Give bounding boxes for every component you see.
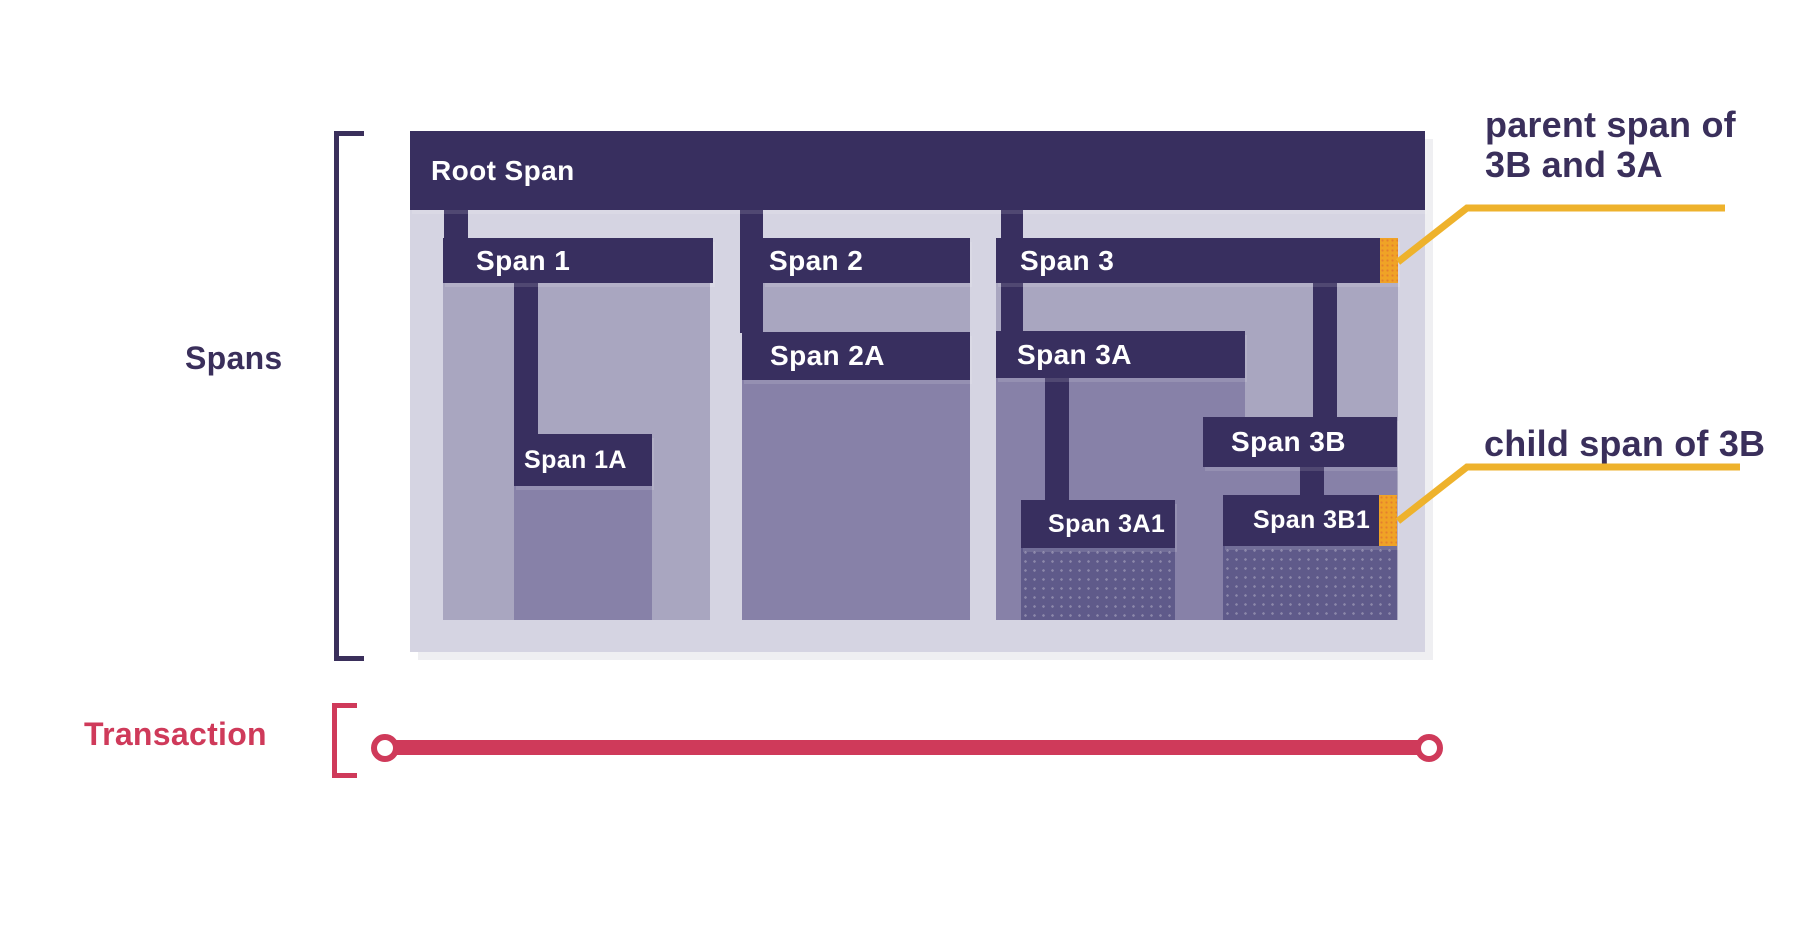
root-to-span2-and-span2a-connector: [740, 210, 763, 333]
spans-bracket: [334, 131, 364, 661]
span1-bar: Span 1: [443, 238, 713, 283]
span2a-label: Span 2A: [770, 340, 885, 371]
span3a-bar: Span 3A: [996, 331, 1245, 378]
root-span-bar: Root Span: [410, 131, 1425, 210]
span3b-bar: Span 3B: [1203, 417, 1397, 467]
span1a-duration: [514, 486, 652, 620]
transaction-timeline: [384, 740, 1428, 755]
span2a-duration: [742, 380, 970, 620]
span1-to-span1a-connector: [514, 283, 538, 435]
transaction-end-marker: [1415, 734, 1443, 762]
span3b1-duration: [1223, 546, 1397, 620]
span3-to-span3b-connector: [1313, 283, 1337, 418]
child-span-annotation: child span of 3B: [1484, 423, 1766, 464]
span3b-to-span3b1-connector: [1300, 467, 1324, 496]
span3b1-label: Span 3B1: [1253, 506, 1371, 534]
parent-span-annotation: parent span of 3B and 3A: [1485, 105, 1736, 185]
child-annotation-line: [1395, 463, 1740, 524]
span3a-to-span3a1-connector: [1045, 378, 1069, 501]
parent-span-annotation-line1: parent span of: [1485, 104, 1736, 145]
span2-label: Span 2: [769, 244, 864, 276]
spans-section-label: Spans: [185, 340, 283, 376]
span3-bar: Span 3: [996, 238, 1398, 283]
span3-parent-highlight-tick: [1380, 238, 1398, 283]
root-span-label: Root Span: [431, 154, 575, 186]
span2a-bar: Span 2A: [742, 332, 970, 380]
span2-bar: Span 2: [763, 238, 970, 283]
span3b-label: Span 3B: [1231, 426, 1346, 457]
span3a1-label: Span 3A1: [1048, 509, 1166, 538]
span3b1-child-highlight-tick: [1379, 495, 1397, 546]
parent-annotation-line: [1395, 204, 1725, 265]
span3a1-duration: [1021, 548, 1175, 620]
span1a-bar: Span 1A: [514, 434, 652, 486]
span3-label: Span 3: [1020, 244, 1115, 276]
root-to-span1-connector: [444, 210, 468, 239]
span3a1-bar: Span 3A1: [1021, 500, 1175, 548]
transaction-section-label: Transaction: [84, 716, 267, 752]
span3b1-bar: Span 3B1: [1223, 495, 1397, 546]
span1a-label: Span 1A: [524, 445, 627, 474]
transaction-bracket: [332, 703, 357, 778]
transaction-start-marker: [371, 734, 399, 762]
span3a-label: Span 3A: [1017, 338, 1132, 370]
span1-label: Span 1: [476, 244, 571, 276]
parent-span-annotation-line2: 3B and 3A: [1485, 144, 1663, 185]
